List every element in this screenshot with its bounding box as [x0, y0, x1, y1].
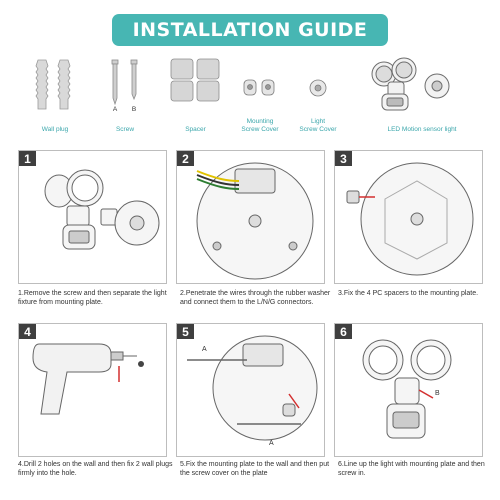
spacer-mount-illustration — [346, 162, 474, 276]
part-label: LED Motion sensor light — [387, 126, 457, 133]
step-2-caption: 2.Penetrate the wires through the rubber… — [180, 290, 331, 306]
guide-title: INSTALLATION GUIDE — [112, 14, 388, 46]
step-1-caption: 1.Remove the screw and then separate the… — [18, 290, 167, 306]
step-1-panel: 1 — [18, 150, 167, 284]
part-light-cover: Light Screw Cover — [288, 56, 348, 136]
mounting-screw-cover-icon — [243, 79, 275, 96]
installed-light-illustration — [362, 339, 452, 439]
step-5-panel: 5 A A — [176, 323, 325, 457]
remove-light-illustration — [44, 169, 160, 250]
part-label: Wall plug — [41, 126, 69, 133]
step-number: 4 — [19, 324, 36, 339]
step-number: 5 — [177, 324, 194, 339]
screw-b-label: B — [131, 106, 137, 113]
step-number: 6 — [335, 324, 352, 339]
screw-a-label: A — [269, 440, 274, 447]
wall-plug-icon — [35, 59, 71, 110]
step-3-caption: 3.Fix the 4 PC spacers to the mounting p… — [338, 290, 479, 297]
screw-b-label: B — [435, 390, 440, 397]
step-number: 1 — [19, 151, 36, 166]
step-6-panel: 6 B — [334, 323, 483, 457]
wiring-illustration — [196, 162, 314, 280]
spacer-icon — [170, 58, 220, 102]
screw-a-label: A — [112, 106, 118, 113]
light-screw-cover-icon — [309, 79, 327, 97]
step-5-caption: 5.Fix the mounting plate to the wall and… — [180, 461, 330, 477]
step-2-panel: 2 — [176, 150, 325, 284]
part-wall-plug: Wall plug — [20, 56, 90, 136]
step-6-caption: 6.Line up the light with mounting plate … — [338, 461, 485, 477]
drill-illustration — [32, 343, 144, 415]
part-mounting-cover: Mounting Screw Cover — [230, 56, 290, 136]
part-label: Screw — [115, 126, 135, 133]
mount-plate-illustration — [187, 335, 318, 441]
part-label: Mounting Screw Cover — [241, 118, 279, 133]
step-4-panel: 4 — [18, 323, 167, 457]
part-screw: A B Screw — [95, 56, 155, 136]
part-light: LED Motion sensor light — [352, 56, 492, 136]
step-number: 3 — [335, 151, 352, 166]
step-4-caption: 4.Drill 2 holes on the wall and then fix… — [18, 461, 173, 477]
part-spacer: Spacer — [163, 56, 228, 136]
part-label: Light Screw Cover — [299, 118, 337, 133]
step-number: 2 — [177, 151, 194, 166]
led-light-icon — [371, 57, 450, 111]
part-label: Spacer — [185, 126, 206, 133]
screw-icon — [111, 59, 138, 106]
screw-a-label: A — [202, 346, 207, 353]
step-3-panel: 3 — [334, 150, 483, 284]
